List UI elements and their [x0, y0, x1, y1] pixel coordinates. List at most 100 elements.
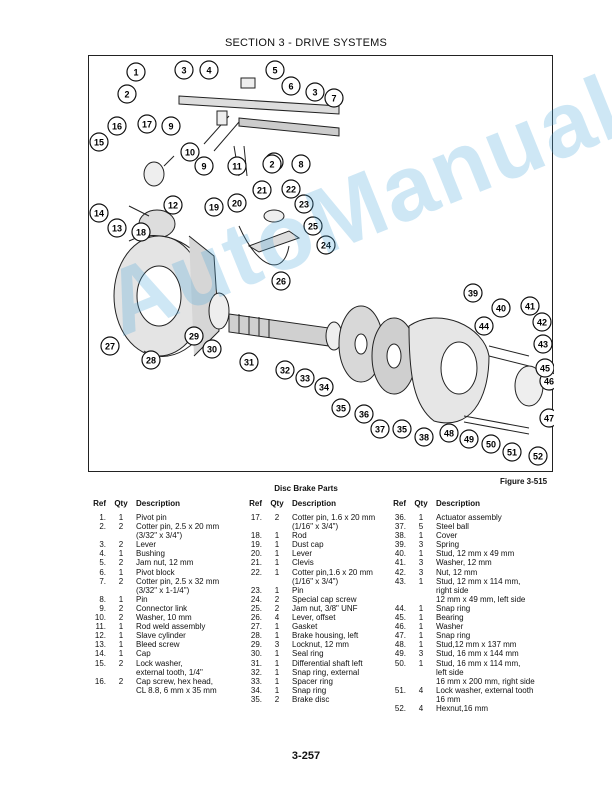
parts-qty	[112, 686, 130, 695]
svg-text:40: 40	[496, 304, 506, 314]
parts-ref: 20.	[250, 549, 262, 559]
parts-desc: Stud, 12 mm x 49 mm	[436, 549, 515, 559]
callout-9: 9	[194, 156, 214, 176]
parts-qty: 2	[118, 676, 124, 686]
callout-28: 28	[141, 350, 161, 370]
svg-text:24: 24	[321, 241, 331, 251]
parts-qty: 1	[274, 540, 280, 550]
parts-ref: 11.	[95, 622, 106, 632]
parts-row: left side	[388, 668, 535, 677]
parts-ref: 34.	[250, 685, 262, 695]
parts-qty	[412, 677, 430, 686]
parts-qty: 1	[274, 685, 280, 695]
svg-text:21: 21	[257, 186, 267, 196]
svg-text:7: 7	[331, 94, 336, 104]
parts-desc: Hexnut,16 mm	[436, 703, 489, 713]
parts-qty: 1	[418, 613, 424, 623]
svg-text:42: 42	[537, 318, 547, 328]
desc-header: Description	[436, 499, 481, 508]
column-header: Ref Qty Description	[388, 499, 535, 513]
svg-text:35: 35	[336, 404, 346, 414]
callout-23: 23	[294, 194, 314, 214]
callout-35: 35	[392, 419, 412, 439]
callout-34: 34	[314, 377, 334, 397]
parts-desc: Lock washer,	[136, 658, 183, 668]
parts-qty: 1	[274, 649, 280, 659]
parts-desc: Gasket	[292, 622, 318, 632]
parts-qty: 2	[118, 658, 124, 668]
callout-31: 31	[239, 352, 259, 372]
parts-qty	[112, 586, 130, 595]
exploded-diagram: 1234563721617915109112814131812192021222…	[88, 55, 554, 472]
parts-desc: Dust cap	[292, 540, 324, 550]
parts-qty: 2	[118, 540, 124, 550]
parts-desc: 16 mm	[436, 694, 461, 704]
callout-36: 36	[354, 404, 374, 424]
parts-ref: 41.	[394, 558, 406, 568]
svg-text:41: 41	[525, 302, 535, 312]
parts-ref	[244, 522, 268, 531]
svg-text:51: 51	[507, 448, 517, 458]
parts-ref: 15.	[94, 658, 106, 668]
parts-ref	[244, 577, 268, 586]
parts-desc: Pivot pin	[136, 513, 167, 522]
svg-text:23: 23	[299, 200, 309, 210]
parts-qty: 1	[118, 622, 124, 632]
parts-desc: Seal ring	[292, 649, 324, 659]
parts-desc: Cap screw, hex head,	[136, 676, 213, 686]
parts-qty: 2	[274, 594, 280, 604]
callout-10: 10	[180, 142, 200, 162]
svg-text:38: 38	[419, 433, 429, 443]
parts-ref	[388, 586, 412, 595]
svg-text:17: 17	[142, 120, 152, 130]
parts-ref: 17.	[250, 513, 262, 522]
callout-24: 24	[316, 235, 336, 255]
callout-4: 4	[199, 60, 219, 80]
parts-qty: 4	[274, 613, 280, 623]
parts-desc: (3/32" x 3/4")	[136, 531, 183, 541]
parts-row: external tooth, 1/4"	[88, 668, 219, 677]
parts-desc: Washer, 12 mm	[436, 558, 492, 568]
svg-text:45: 45	[540, 364, 550, 374]
parts-desc: Steel ball	[436, 522, 469, 532]
parts-desc: Snap ring, external	[292, 667, 360, 677]
callout-45: 45	[535, 358, 554, 378]
parts-ref: 33.	[250, 676, 262, 686]
desc-header: Description	[292, 499, 337, 508]
svg-text:18: 18	[136, 228, 146, 238]
parts-qty: 1	[418, 603, 424, 613]
qty-header: Qty	[414, 499, 428, 508]
parts-qty: 1	[274, 558, 280, 568]
parts-desc: Stud, 16 mm x 114 mm,	[436, 658, 521, 668]
svg-text:5: 5	[272, 66, 277, 76]
callout-29: 29	[184, 326, 204, 346]
column-header: Ref Qty Description	[244, 499, 375, 513]
parts-desc: (3/32" x 1-1/4")	[136, 585, 190, 595]
svg-text:25: 25	[308, 222, 318, 232]
page-number: 3-257	[291, 750, 321, 762]
parts-ref: 5.	[99, 558, 106, 568]
parts-ref: 23.	[250, 585, 262, 595]
svg-text:11: 11	[232, 162, 242, 172]
parts-ref: 52.	[394, 703, 406, 713]
svg-text:37: 37	[375, 425, 385, 435]
column-header: Ref Qty Description	[88, 499, 219, 513]
parts-row: (1/16" x 3/4")	[244, 577, 375, 586]
svg-text:6: 6	[288, 82, 293, 92]
parts-desc: Jam nut, 12 mm	[136, 558, 194, 568]
parts-desc: Differential shaft left	[292, 658, 363, 668]
callout-52: 52	[528, 446, 548, 466]
parts-desc: Cover	[436, 531, 458, 541]
parts-desc: Stud, 12 mm x 114 mm,	[436, 576, 521, 586]
svg-text:27: 27	[105, 342, 115, 352]
callout-20: 20	[227, 193, 247, 213]
parts-qty: 1	[418, 631, 424, 641]
